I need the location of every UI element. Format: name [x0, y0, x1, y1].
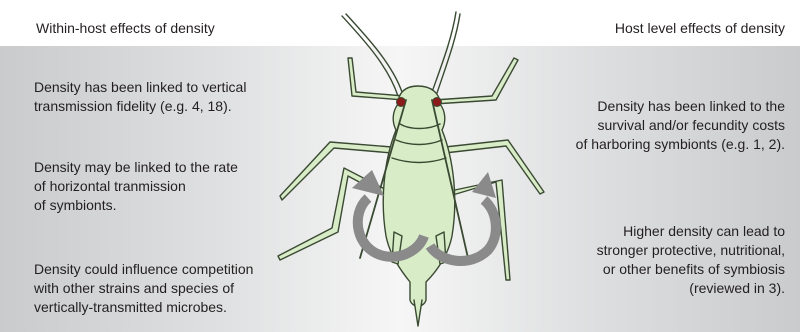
right-antenna	[432, 12, 456, 92]
cauda	[414, 300, 422, 326]
aphid-body	[383, 86, 455, 306]
left-eye	[397, 98, 406, 107]
right-eye	[433, 98, 442, 107]
